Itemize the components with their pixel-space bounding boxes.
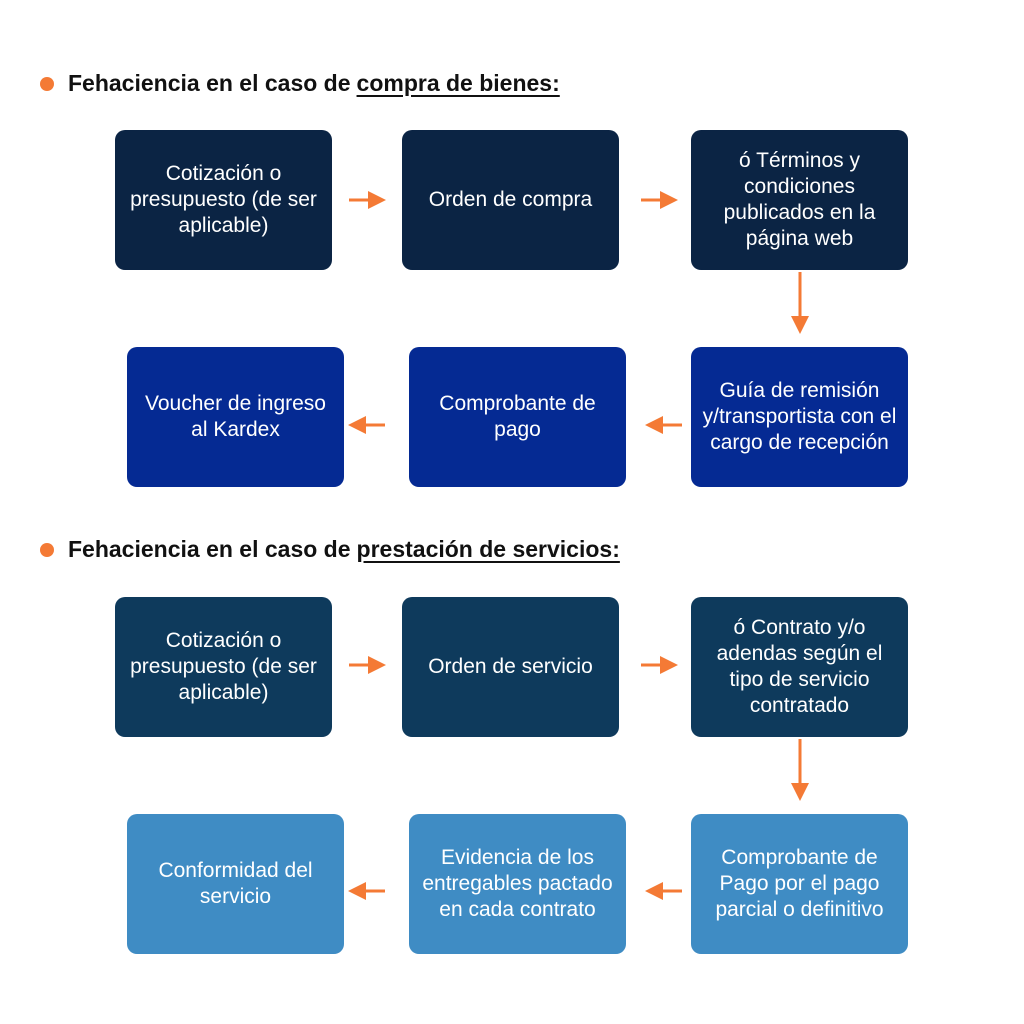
step-quote: Cotización o presupuesto (de ser aplicab…	[115, 130, 332, 270]
step-deliverables: Evidencia de los entregables pactado en …	[409, 814, 626, 954]
step-kardex-voucher: Voucher de ingreso al Kardex	[127, 347, 344, 487]
bullet-icon	[40, 76, 54, 91]
section-heading-goods: Fehaciencia en el caso de compra de bien…	[40, 70, 560, 97]
step-quote: Cotización o presupuesto (de ser aplicab…	[115, 597, 332, 737]
heading-text: Fehaciencia en el caso de	[68, 70, 351, 96]
step-service-order: Orden de servicio	[402, 597, 619, 737]
step-shipping-guide: Guía de remisión y/transportista con el …	[691, 347, 908, 487]
step-payment-receipt: Comprobante de pago	[409, 347, 626, 487]
step-payment-receipt: Comprobante de Pago por el pago parcial …	[691, 814, 908, 954]
heading-text: Fehaciencia en el caso de	[68, 536, 351, 562]
heading-underlined: prestación de servicios:	[356, 536, 620, 562]
step-purchase-order: Orden de compra	[402, 130, 619, 270]
step-contract: ó Contrato y/o adendas según el tipo de …	[691, 597, 908, 737]
section-heading-services: Fehaciencia en el caso de prestación de …	[40, 536, 620, 563]
step-terms: ó Términos y condiciones publicados en l…	[691, 130, 908, 270]
bullet-icon	[40, 542, 54, 557]
step-service-conformity: Conformidad del servicio	[127, 814, 344, 954]
heading-underlined: compra de bienes:	[356, 70, 560, 96]
